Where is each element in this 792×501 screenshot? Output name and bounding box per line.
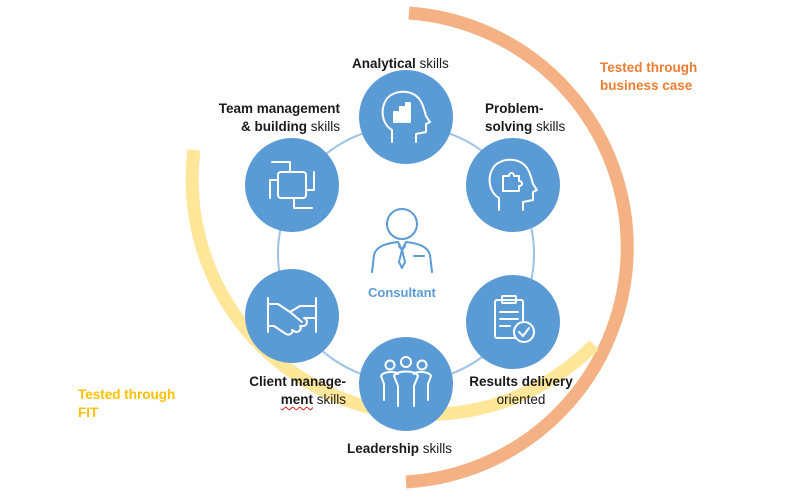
clipboard-check-icon: [494, 295, 535, 343]
leadership-label: Leadership skills: [347, 441, 453, 456]
team-management-node: [245, 138, 339, 232]
group-people-icon: [380, 356, 432, 407]
handshake-icon: [267, 297, 317, 336]
results-delivery-label: Results delivery oriented: [469, 374, 573, 407]
fit-arc: [185, 149, 599, 421]
analytical-node: [359, 70, 453, 164]
business-case-label: Tested through business case: [600, 60, 698, 93]
leadership-node: [359, 337, 453, 431]
analytical-label: Analytical skills: [352, 56, 449, 71]
consultant-person-icon: [371, 208, 433, 273]
client-management-node: [245, 269, 339, 363]
problem-solving-node: [466, 138, 560, 232]
head-bar-chart-icon: [381, 90, 431, 143]
problem-solving-label: Problem- solving skills: [485, 101, 566, 134]
teamwork-hands-icon: [269, 161, 315, 209]
team-management-label: Team management & building skills: [218, 101, 340, 134]
fit-label: Tested through FIT: [78, 387, 176, 420]
client-management-label: Client manage- ment skills: [249, 374, 346, 407]
consultant-label: Consultant: [368, 285, 436, 300]
head-puzzle-icon: [488, 158, 538, 211]
business-case-arc: [405, 6, 634, 489]
results-delivery-node: [466, 275, 560, 369]
